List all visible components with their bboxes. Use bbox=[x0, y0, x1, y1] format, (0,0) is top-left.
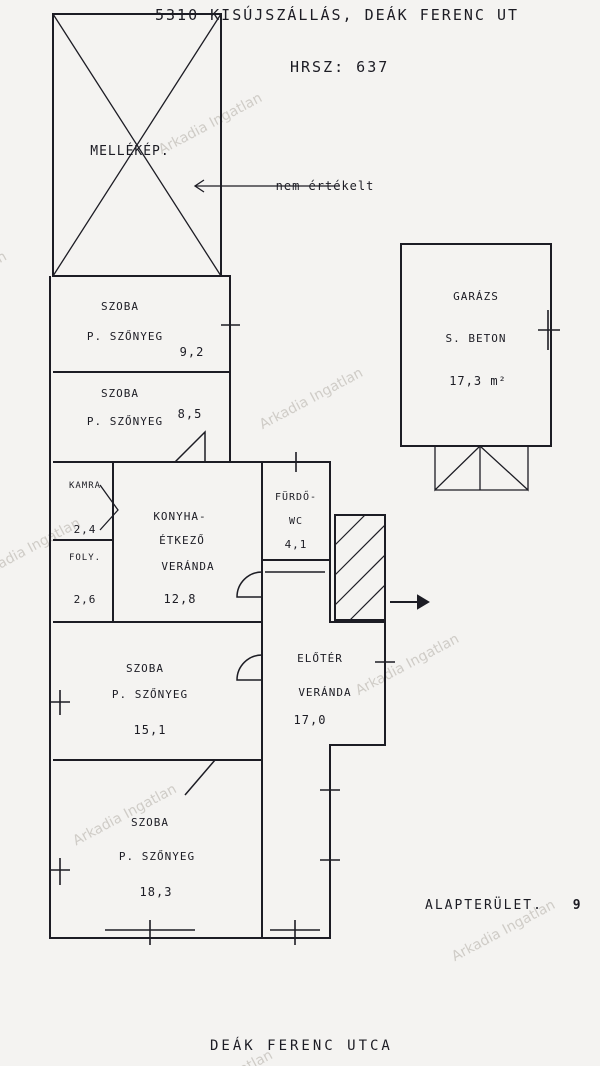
room-area-eloter: 17,0 bbox=[294, 713, 327, 727]
room-floor-garage: S. BETON bbox=[446, 332, 507, 345]
header-address: 5310 KISÚJSZÁLLÁS, DEÁK FERENC UT bbox=[155, 6, 520, 24]
door-leaf bbox=[174, 430, 206, 463]
room-label-furdo: FÜRDŐ- bbox=[275, 489, 317, 503]
door-leaf bbox=[99, 484, 119, 531]
room-label-eloter2: VERÁNDA bbox=[298, 686, 351, 699]
room-floor-szoba1: P. SZŐNYEG bbox=[87, 329, 163, 343]
watermark-text: Arkadia Ingatlan bbox=[353, 631, 462, 699]
room-area-furdo: 4,1 bbox=[285, 538, 308, 551]
room-area-szoba4: 18,3 bbox=[140, 885, 173, 899]
room-label-konyha3: VERÁNDA bbox=[161, 560, 214, 573]
street-label: DEÁK FERENC UTCA bbox=[210, 1038, 393, 1054]
room-label-szoba4: SZOBA bbox=[131, 816, 169, 829]
room-label-szoba1: SZOBA bbox=[101, 300, 139, 313]
room-floor-szoba4: P. SZŐNYEG bbox=[119, 849, 195, 863]
door-leaf bbox=[184, 759, 216, 796]
room-area-szoba2: 8,5 bbox=[178, 407, 203, 421]
level-label: ALAPTERÜLET. 9 bbox=[425, 898, 583, 913]
room-area-folyoso: 2,6 bbox=[74, 593, 97, 606]
door-arc bbox=[236, 654, 263, 681]
room-area-szoba1: 9,2 bbox=[180, 345, 205, 359]
room-label-konyha: KONYHA- bbox=[153, 510, 206, 523]
level-text: ALAPTERÜLET. bbox=[425, 898, 543, 913]
room-area-garage: 17,3 m² bbox=[449, 374, 507, 388]
room-floor-szoba2: P. SZŐNYEG bbox=[87, 414, 163, 428]
garage-wall bbox=[400, 243, 552, 447]
room-area-konyha: 12,8 bbox=[164, 592, 197, 606]
house-outline bbox=[49, 275, 386, 939]
room-label-eloter: ELŐTÉR bbox=[297, 651, 343, 665]
watermark-text: Arkadia Ingatlan bbox=[0, 515, 83, 583]
door-arc bbox=[236, 571, 263, 598]
annotation-unrated: nem értékelt bbox=[276, 179, 375, 193]
annotation-arrowhead bbox=[193, 179, 205, 193]
garage-door bbox=[434, 445, 529, 492]
entrance-stairs bbox=[334, 514, 386, 621]
watermark-layer: Arkadia Ingatlan Arkadia Ingatlan Arkadi… bbox=[0, 90, 558, 1066]
room-area-kamra: 2,4 bbox=[74, 523, 97, 536]
room-label-folyoso: FOLY. bbox=[69, 553, 101, 563]
outbuilding-cross bbox=[52, 13, 222, 277]
room-floor-szoba3: P. SZŐNYEG bbox=[112, 687, 188, 701]
watermark-text: Arkadia Ingatlan bbox=[0, 248, 9, 316]
window-marks bbox=[50, 315, 395, 945]
watermark-text: Arkadia Ingatlan bbox=[257, 365, 366, 433]
room-label-szoba3: SZOBA bbox=[126, 662, 164, 675]
stair-hatch bbox=[334, 514, 386, 621]
room-label-kamra: KAMRA bbox=[69, 481, 101, 491]
room-label-furdo2: WC bbox=[289, 516, 303, 527]
room-label-konyha2: ÉTKEZŐ bbox=[159, 533, 205, 547]
room-label-szoba2: SZOBA bbox=[101, 387, 139, 400]
header-hrsz: HRSZ: 637 bbox=[290, 58, 390, 76]
level-suffix: 9 bbox=[572, 898, 583, 913]
room-area-szoba3: 15,1 bbox=[134, 723, 167, 737]
room-label-outbuilding: MELLÉKÉP. bbox=[90, 143, 169, 159]
watermark-text: Arkadia Ingatlan bbox=[156, 90, 265, 158]
entry-arrowhead bbox=[417, 594, 430, 610]
room-label-garage: GARÁZS bbox=[453, 290, 499, 303]
